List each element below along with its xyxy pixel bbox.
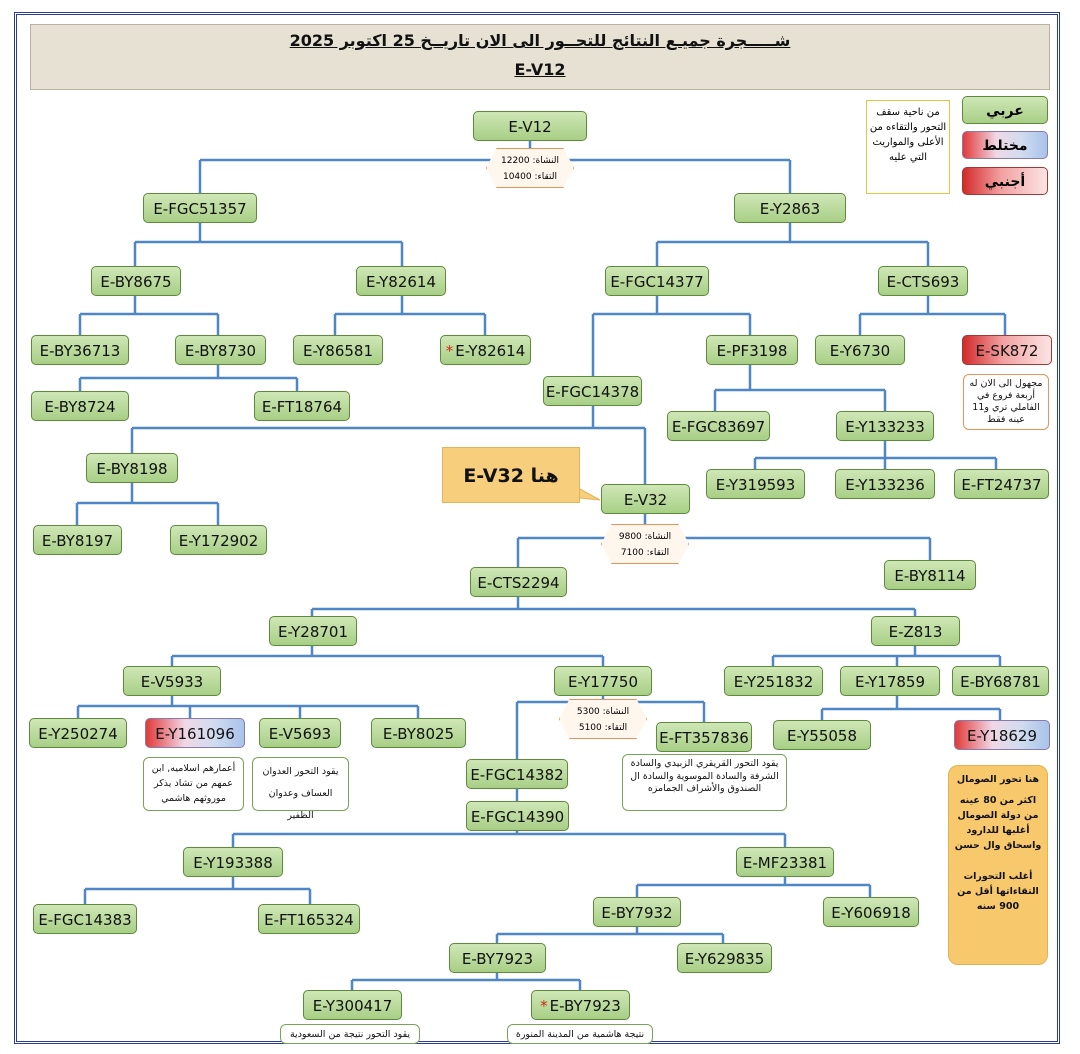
node-fgc83697[interactable]: E-FGC83697 — [667, 411, 770, 441]
formed-age: النشاة: 9800 — [618, 532, 672, 542]
node-y629835[interactable]: E-Y629835 — [677, 943, 772, 973]
age-badge-v12: النشاة: 12200 التقاء: 10400 — [486, 148, 574, 188]
node-label: E-Y82614 — [455, 342, 526, 360]
legend-arab: عربي — [962, 96, 1048, 124]
node-fgc14378[interactable]: E-FGC14378 — [543, 376, 642, 406]
node-v12[interactable]: E-V12 — [473, 111, 587, 141]
node-ft357836[interactable]: E-FT357836 — [656, 722, 752, 752]
node-y133236[interactable]: E-Y133236 — [835, 469, 935, 499]
legend-mixed: مختلط — [962, 131, 1048, 159]
page-title: شـــــجرة جميـع النتائج للتحــور الى الا… — [289, 31, 791, 50]
node-y82614[interactable]: E-Y82614 — [356, 266, 446, 296]
star-marker: * — [445, 342, 454, 360]
node-by8197[interactable]: E-BY8197 — [33, 525, 122, 555]
node-mf23381[interactable]: E-MF23381 — [736, 847, 834, 877]
note-y300417: يقود التحور نتيجة من السعودية — [280, 1024, 420, 1044]
node-by8025[interactable]: E-BY8025 — [371, 718, 466, 748]
v32-callout: E-V32 هنا — [442, 447, 580, 503]
node-y17859[interactable]: E-Y17859 — [840, 666, 940, 696]
node-by7923[interactable]: E-BY7923 — [449, 943, 546, 973]
legend-foreign: أجنبي — [962, 167, 1048, 195]
node-v32[interactable]: E-V32 — [601, 484, 690, 514]
somalia-samples: اكثر من 80 عينه من دولة الصومال أغلبها ل… — [954, 795, 1042, 851]
node-y6730[interactable]: E-Y6730 — [815, 335, 905, 365]
node-by68781[interactable]: E-BY68781 — [952, 666, 1049, 696]
node-v5693[interactable]: E-V5693 — [259, 718, 341, 748]
node-cts693[interactable]: E-CTS693 — [878, 266, 968, 296]
node-sk872[interactable]: E-SK872 — [962, 335, 1052, 365]
node-by36713[interactable]: E-BY36713 — [31, 335, 129, 365]
node-y2863[interactable]: E-Y2863 — [734, 193, 846, 223]
note-by7923s: نتيجة هاشمية من المدينة المنورة — [507, 1024, 653, 1044]
node-y133233[interactable]: E-Y133233 — [836, 411, 934, 441]
note-ft357836: يقود التحور القريقري الزبيدي والسادة الش… — [622, 754, 787, 811]
node-fgc14382[interactable]: E-FGC14382 — [466, 759, 568, 789]
node-by8675[interactable]: E-BY8675 — [91, 266, 181, 296]
node-z813[interactable]: E-Z813 — [871, 616, 960, 646]
somalia-tmrca: أغلب التحورات التقاءاتها أقل من 900 سنه — [957, 871, 1039, 912]
node-y251832[interactable]: E-Y251832 — [724, 666, 823, 696]
node-label: E-BY7923 — [549, 997, 621, 1015]
node-by8114[interactable]: E-BY8114 — [884, 560, 976, 590]
root-title: E-V12 — [514, 60, 566, 79]
node-cts2294[interactable]: E-CTS2294 — [470, 567, 567, 597]
node-by7932[interactable]: E-BY7932 — [593, 897, 681, 927]
legend-note: من ناحية سقف التحور والتقاءه من الأعلى و… — [866, 100, 950, 194]
node-by8198[interactable]: E-BY8198 — [86, 453, 178, 483]
note-v5693: يقود التحور العدوان العساف وعدوان الظفير — [252, 757, 349, 821]
tmrca-age: التقاء: 10400 — [502, 172, 558, 182]
formed-age: النشاة: 5300 — [576, 707, 630, 717]
node-pf3198[interactable]: E-PF3198 — [706, 335, 798, 365]
somalia-title: هنا تحور الصومال — [956, 774, 1040, 785]
node-y172902[interactable]: E-Y172902 — [170, 525, 267, 555]
node-y55058[interactable]: E-Y55058 — [773, 720, 871, 750]
node-y17750[interactable]: E-Y17750 — [554, 666, 652, 696]
node-y606918[interactable]: E-Y606918 — [823, 897, 919, 927]
tmrca-age: التقاء: 5100 — [578, 723, 628, 733]
note-sk872: مجهول الى الان له أربعة فروع في الفاملي … — [963, 374, 1049, 430]
node-by8730[interactable]: E-BY8730 — [175, 335, 266, 365]
node-y161096[interactable]: E-Y161096 — [145, 718, 245, 748]
age-badge-v32: النشاة: 9800 التقاء: 7100 — [601, 524, 689, 564]
node-by7923-star[interactable]: *E-BY7923 — [531, 990, 630, 1020]
node-fgc14377[interactable]: E-FGC14377 — [605, 266, 709, 296]
node-y18629[interactable]: E-Y18629 — [954, 720, 1050, 750]
node-y28701[interactable]: E-Y28701 — [269, 616, 357, 646]
node-y319593[interactable]: E-Y319593 — [706, 469, 805, 499]
age-badge-y17750: النشاة: 5300 التقاء: 5100 — [559, 699, 647, 739]
node-ft24737[interactable]: E-FT24737 — [954, 469, 1049, 499]
node-by8724[interactable]: E-BY8724 — [31, 391, 129, 421]
node-v5933[interactable]: E-V5933 — [123, 666, 221, 696]
node-y300417[interactable]: E-Y300417 — [303, 990, 402, 1020]
node-y86581[interactable]: E-Y86581 — [293, 335, 383, 365]
node-fgc14390[interactable]: E-FGC14390 — [466, 801, 569, 831]
node-y250274[interactable]: E-Y250274 — [29, 718, 127, 748]
node-fgc14383[interactable]: E-FGC14383 — [33, 904, 137, 934]
node-ft165324[interactable]: E-FT165324 — [258, 904, 360, 934]
tmrca-age: التقاء: 7100 — [620, 548, 670, 558]
star-marker: * — [540, 997, 548, 1015]
somalia-info-box: هنا تحور الصومال اكثر من 80 عينه من دولة… — [948, 765, 1048, 965]
node-y193388[interactable]: E-Y193388 — [183, 847, 283, 877]
title-banner: شـــــجرة جميـع النتائج للتحــور الى الا… — [30, 24, 1050, 90]
node-fgc51357[interactable]: E-FGC51357 — [143, 193, 257, 223]
node-y82614-star[interactable]: *E-Y82614 — [440, 335, 531, 365]
formed-age: النشاة: 12200 — [501, 156, 559, 166]
note-y161096: أعمارهم اسلاميه, ابن عمهم من تشاد يذكر م… — [143, 757, 244, 811]
node-ft18764[interactable]: E-FT18764 — [254, 391, 350, 421]
